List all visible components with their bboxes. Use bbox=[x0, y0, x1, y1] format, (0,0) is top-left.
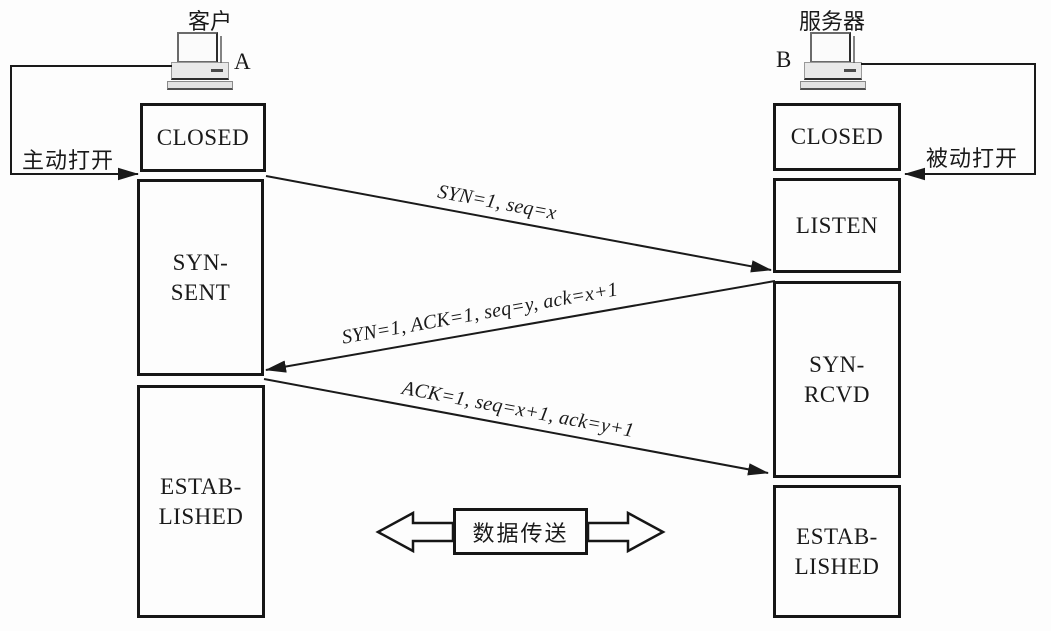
active-open-label: 主动打开 bbox=[22, 148, 115, 173]
state-label: SYN- RCVD bbox=[804, 352, 870, 407]
client-host-letter: A bbox=[234, 49, 251, 74]
data-transfer-right-arrow-icon bbox=[586, 510, 666, 554]
state-label: CLOSED bbox=[156, 124, 250, 150]
system-unit-icon bbox=[171, 62, 229, 80]
client-state-established: ESTAB- LISHED bbox=[137, 385, 265, 618]
monitor-icon bbox=[177, 32, 218, 63]
syn-ack-message-label: SYN=1, ACK=1, seq=y, ack=x+1 bbox=[340, 278, 620, 349]
server-state-syn-rcvd: SYN- RCVD bbox=[773, 281, 901, 478]
monitor-icon bbox=[810, 32, 851, 63]
data-transfer-left-arrow-icon bbox=[375, 510, 455, 554]
server-state-closed: CLOSED bbox=[773, 103, 901, 171]
data-transfer-box: 数据传送 bbox=[453, 508, 588, 555]
state-label: LISTEN bbox=[795, 212, 879, 238]
state-label: CLOSED bbox=[790, 124, 884, 150]
client-computer-icon bbox=[167, 32, 233, 90]
syn-arrow bbox=[265, 175, 772, 273]
server-state-listen: LISTEN bbox=[773, 178, 901, 273]
state-label: SYN- SENT bbox=[170, 250, 231, 305]
server-computer-icon bbox=[800, 32, 866, 90]
server-state-established: ESTAB- LISHED bbox=[773, 485, 901, 618]
ack-message-label: ACK=1, seq=x+1, ack=y+1 bbox=[400, 377, 636, 442]
computer-base-icon bbox=[167, 81, 233, 90]
system-unit-icon bbox=[804, 62, 862, 80]
passive-open-label: 被动打开 bbox=[926, 146, 1019, 171]
computer-base-icon bbox=[800, 81, 866, 90]
client-state-closed: CLOSED bbox=[140, 103, 266, 172]
disk-slot-icon bbox=[844, 69, 856, 72]
client-title: 客户 bbox=[187, 9, 232, 34]
state-label: ESTAB- LISHED bbox=[158, 474, 244, 529]
data-transfer-label: 数据传送 bbox=[472, 520, 569, 546]
ack-arrow bbox=[263, 378, 769, 476]
state-label: ESTAB- LISHED bbox=[794, 524, 880, 579]
server-host-letter: B bbox=[776, 47, 792, 72]
disk-slot-icon bbox=[211, 69, 223, 72]
client-state-syn-sent: SYN- SENT bbox=[137, 179, 264, 376]
server-title: 服务器 bbox=[798, 9, 865, 34]
syn-message-label: SYN=1, seq=x bbox=[435, 180, 559, 225]
